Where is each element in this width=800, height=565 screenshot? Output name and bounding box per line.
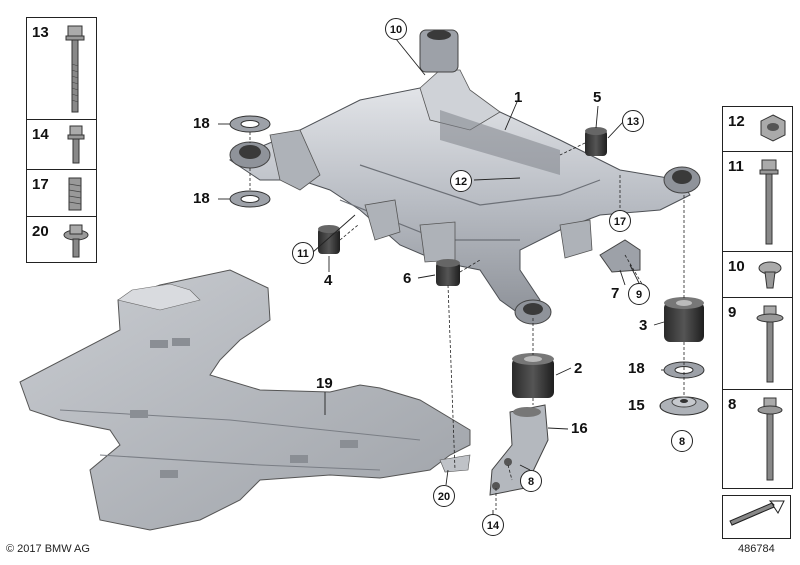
bushing-6 — [436, 259, 460, 286]
callout-circle-17: 17 — [609, 210, 631, 232]
callout-lines — [218, 38, 665, 516]
bushing-5 — [585, 127, 607, 156]
callout-19: 19 — [316, 375, 333, 392]
part-number: 17 — [32, 176, 49, 193]
callout-18a: 18 — [193, 115, 210, 132]
part-number: 20 — [32, 223, 49, 240]
long-bolt-icon — [759, 159, 779, 245]
copyright-text: © 2017 BMW AG — [6, 543, 90, 555]
rear-subframe — [228, 29, 701, 325]
bushing-2 — [512, 353, 554, 398]
bushing-3 — [664, 297, 704, 342]
right-panel-cell: 12 — [723, 107, 792, 151]
part-number: 13 — [32, 24, 49, 41]
callout-7: 7 — [611, 285, 620, 302]
direction-arrow-icon — [722, 495, 791, 539]
right-panel-cell: 11 — [723, 151, 792, 252]
right-panel-cell: 10 — [723, 251, 792, 298]
left-fastener-panel: 13 14 17 20 — [26, 17, 97, 263]
part-number: 12 — [728, 113, 745, 130]
bracket-16 — [489, 404, 549, 496]
washer-18-bottom — [229, 190, 271, 208]
callout-16: 16 — [571, 420, 588, 437]
left-panel-cell: 20 — [27, 216, 96, 263]
callout-circle-13: 13 — [622, 110, 644, 132]
callout-circle-9: 9 — [628, 283, 650, 305]
left-panel-cell: 13 — [27, 18, 96, 119]
bushing-4 — [318, 225, 340, 254]
callout-18b: 18 — [193, 190, 210, 207]
part-number: 11 — [728, 158, 744, 175]
callout-3: 3 — [639, 317, 648, 334]
callout-18c: 18 — [628, 360, 645, 377]
callout-4: 4 — [324, 272, 333, 289]
washer-18-top — [229, 115, 271, 133]
push-rivet-icon — [758, 261, 782, 289]
short-bolt-icon — [67, 125, 85, 164]
plate-15 — [659, 396, 709, 416]
callout-circle-20: 20 — [433, 485, 455, 507]
callout-15: 15 — [628, 397, 645, 414]
part-number: 8 — [728, 396, 737, 413]
callout-2: 2 — [574, 360, 583, 377]
callout-circle-8b: 8 — [520, 470, 542, 492]
right-panel-cell: 9 — [723, 297, 792, 390]
flange-bolt-icon — [757, 397, 783, 481]
left-panel-cell: 17 — [27, 169, 96, 217]
underbody-shield — [19, 269, 471, 531]
left-panel-cell: 14 — [27, 119, 96, 170]
leader-lines — [249, 132, 685, 510]
callout-circle-11: 11 — [292, 242, 314, 264]
callout-5: 5 — [593, 89, 602, 106]
callout-6: 6 — [403, 270, 412, 287]
hex-nut-icon — [760, 114, 786, 142]
part-number: 9 — [728, 304, 737, 321]
part-number: 10 — [728, 258, 745, 275]
callout-1: 1 — [514, 89, 523, 106]
callout-circle-8a: 8 — [671, 430, 693, 452]
collar-bolt-icon — [756, 305, 784, 383]
callout-circle-14: 14 — [482, 514, 504, 536]
callout-circle-12: 12 — [450, 170, 472, 192]
stud-icon — [68, 177, 82, 211]
bracket-7 — [599, 239, 641, 273]
part-number: 14 — [32, 126, 49, 143]
right-fastener-panel: 12 11 10 9 — [722, 106, 793, 489]
callout-circle-10: 10 — [385, 18, 407, 40]
right-panel-cell: 8 — [723, 389, 792, 489]
washer-screw-icon — [63, 224, 89, 258]
diagram-id: 486784 — [738, 543, 775, 555]
long-bolt-icon — [65, 25, 85, 113]
